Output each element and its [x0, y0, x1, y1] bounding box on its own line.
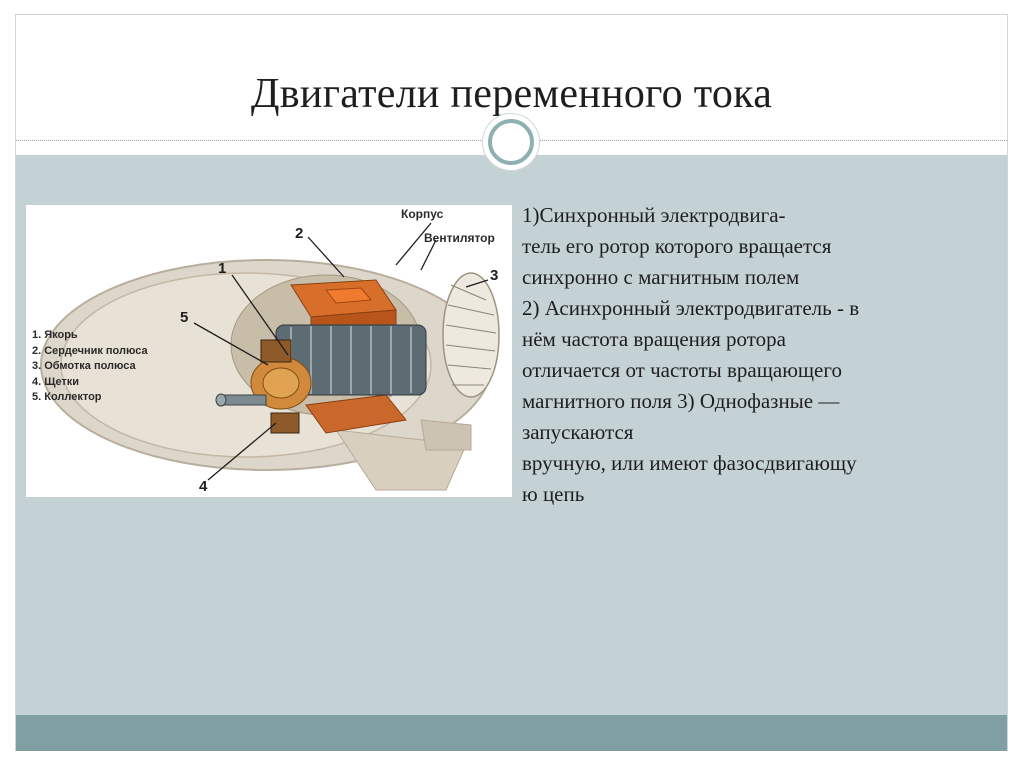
body-line: 1)Синхронный электродвига- — [522, 203, 786, 227]
label-fan: Вентилятор — [424, 231, 495, 245]
body-line: тель его ротор которого вращается — [522, 234, 832, 258]
callout-5: 5 — [180, 309, 189, 326]
legend-item: 1. Якорь — [32, 329, 78, 341]
label-housing: Корпус — [401, 207, 444, 221]
body-line: вручную, или имеют фазосдвигающу — [522, 451, 857, 475]
body-line: запускаются — [522, 420, 634, 444]
body-line: магнитного поля 3) Однофазные — — [522, 389, 840, 413]
body-line: синхронно с магнитным полем — [522, 265, 800, 289]
slide-title: Двигатели переменного тока — [250, 71, 773, 117]
body-line: нём частота вращения ротора — [522, 327, 786, 351]
ring-icon — [488, 119, 534, 165]
callout-1: 1 — [218, 260, 227, 277]
body-line: отличается от частоты вращающего — [522, 358, 842, 382]
callout-3: 3 — [490, 267, 499, 284]
legend-item: 2. Сердечник полюса — [32, 344, 148, 357]
callout-4: 4 — [199, 478, 208, 495]
body-text: 1)Синхронный электродвига- тель его рото… — [522, 200, 992, 510]
motor-diagram: 2 1 5 4 3 Корпус Вентилятор 1. Якорь 2. … — [26, 205, 512, 497]
figure-legend: 1. Якорь 2. Сердечник полюса 3. Обмотка … — [32, 328, 148, 406]
motor-illustration — [40, 222, 500, 491]
body-line: ю цепь — [522, 482, 585, 506]
footer-band — [16, 715, 1007, 751]
body-line: 2) Асинхронный электродвигатель - в — [522, 296, 860, 320]
callout-2: 2 — [295, 225, 304, 242]
legend-item: 4. Щетки — [32, 375, 80, 388]
legend-item: 3. Обмотка полюса — [32, 360, 136, 372]
legend-item: 5. Коллектор — [32, 391, 102, 403]
